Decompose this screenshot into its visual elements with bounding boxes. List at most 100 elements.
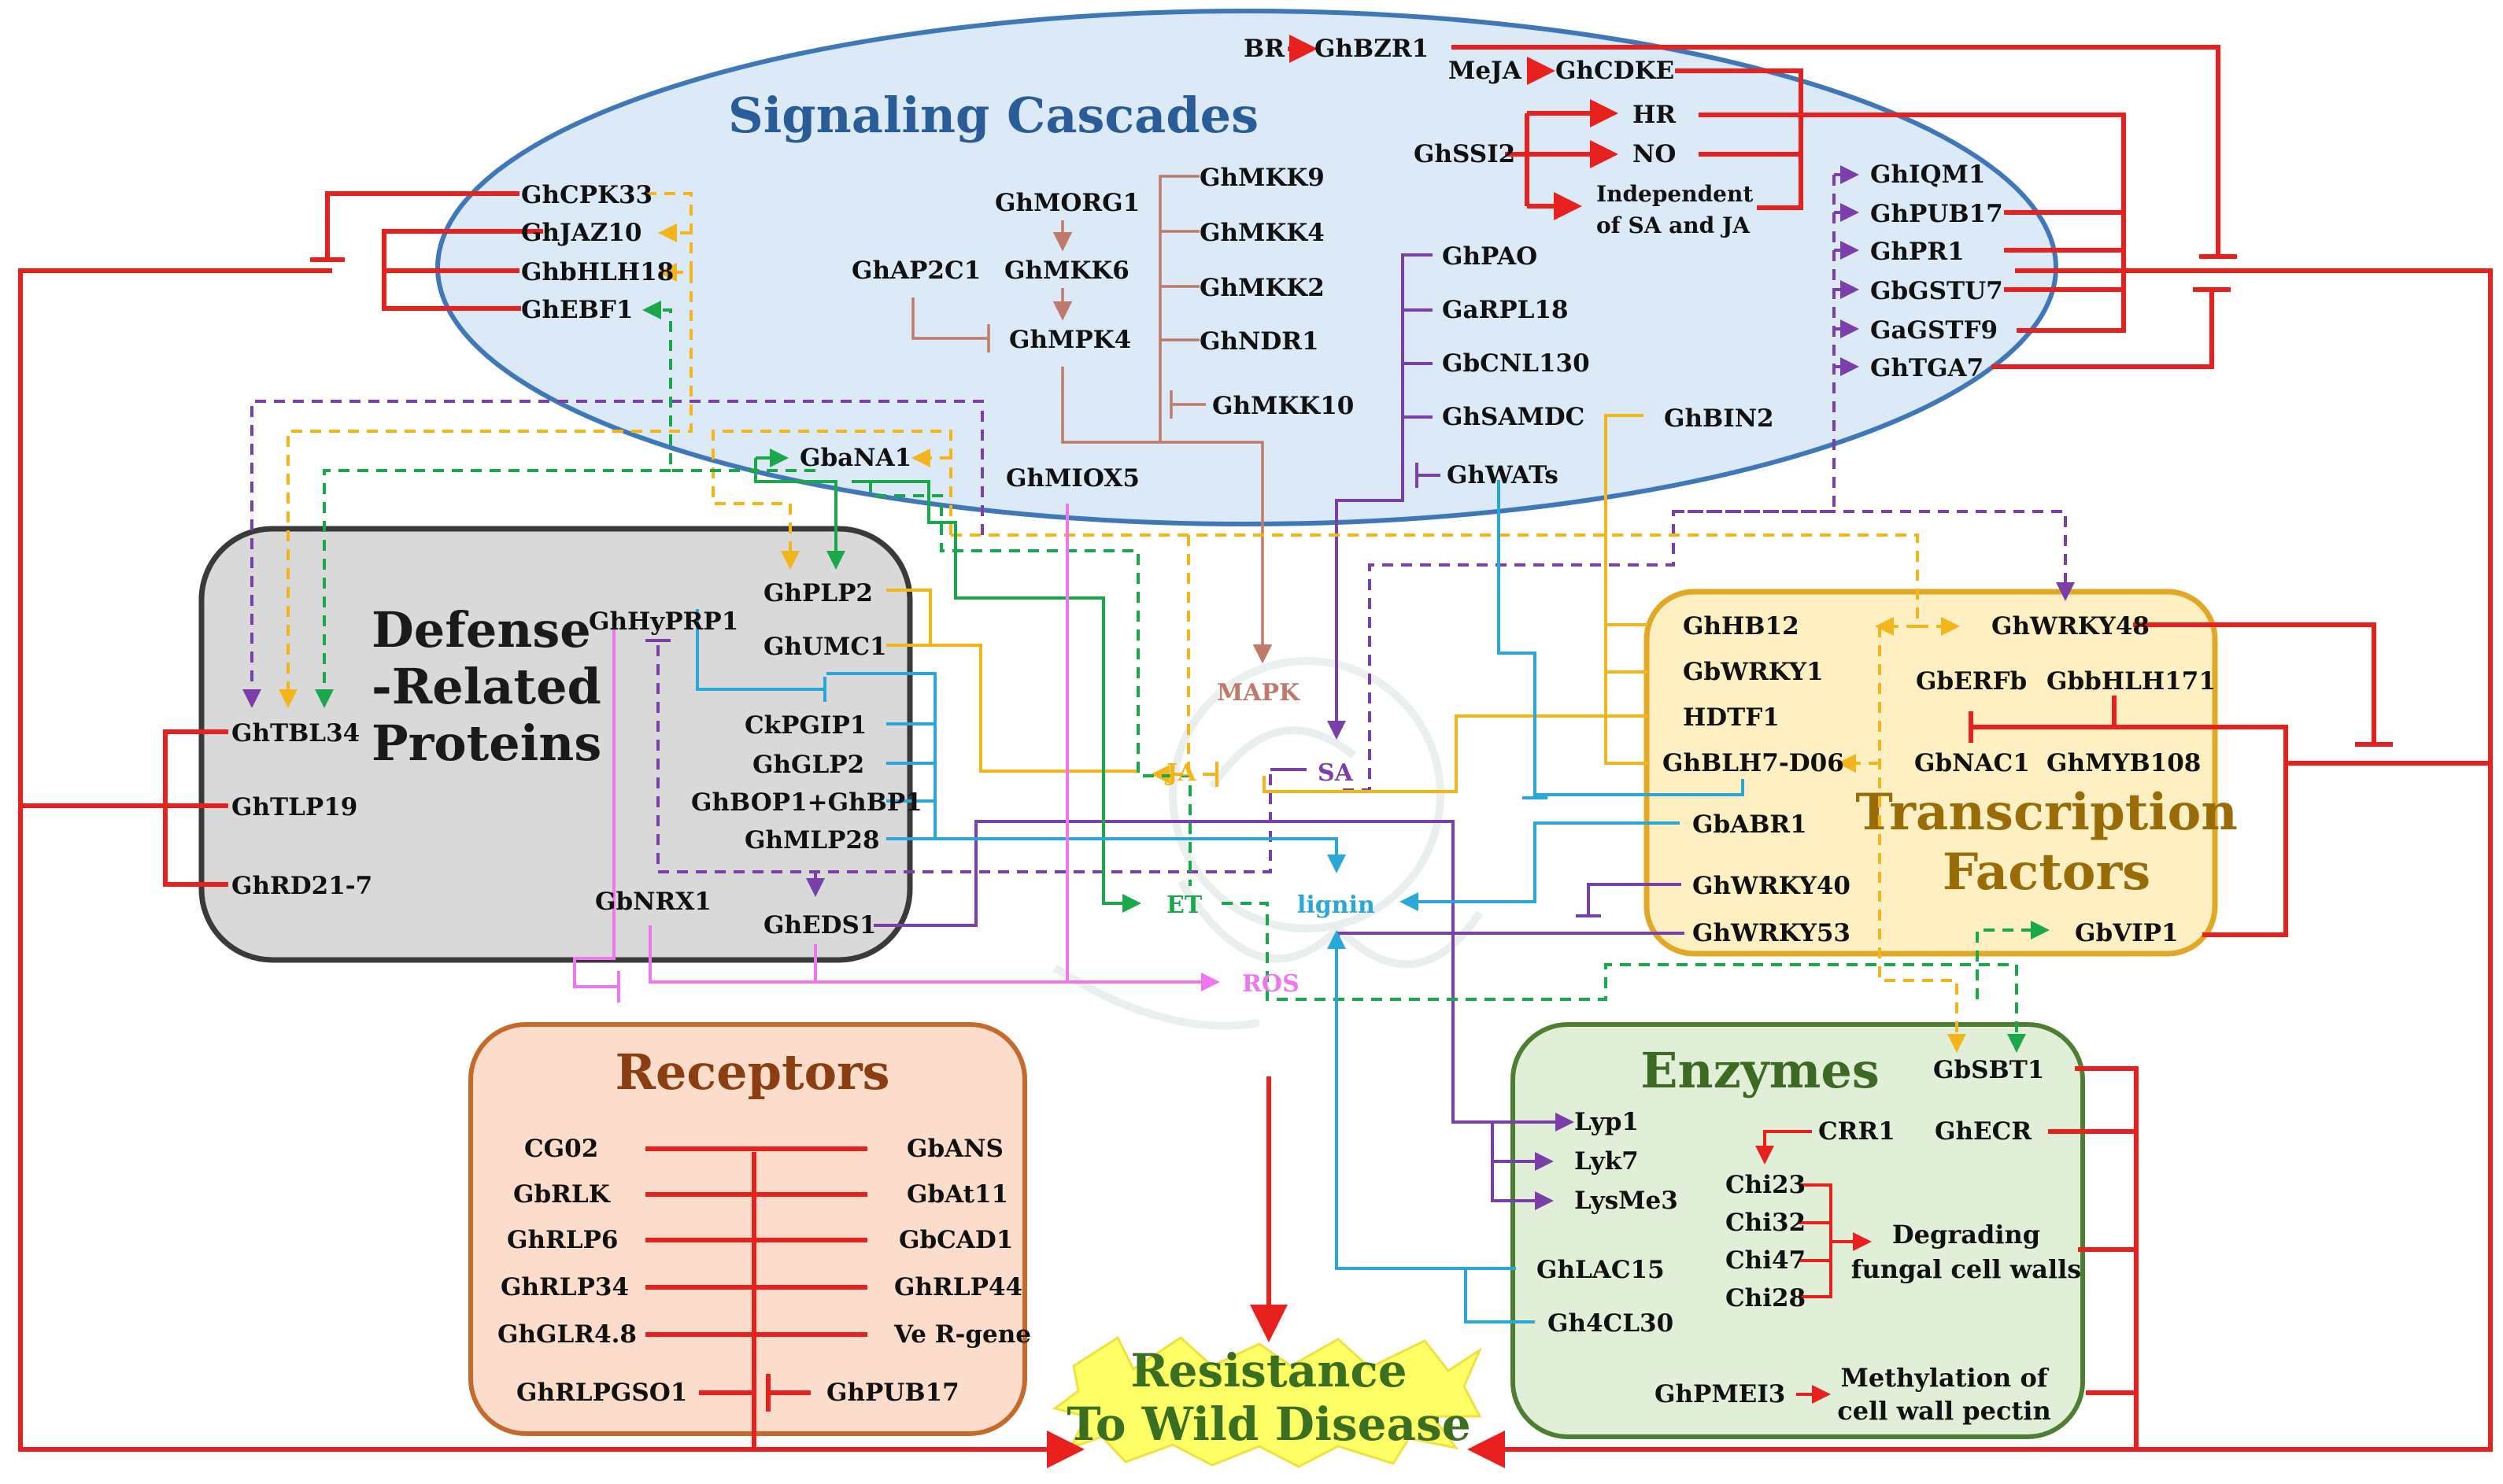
hub-labels: MAPK JA SA ET lignin ROS: [1164, 679, 1375, 998]
label-ghmkk10: GhMKK10: [1212, 392, 1354, 420]
resistance-title-line2: To Wild Disease: [1067, 1397, 1470, 1451]
blue-lines: [696, 480, 1744, 1323]
defense-title-line3: Proteins: [372, 714, 601, 772]
label-et: ET: [1166, 892, 1203, 919]
label-ghplp2: GhPLP2: [763, 579, 873, 607]
label-ghmyb108: GhMYB108: [2046, 749, 2201, 777]
label-hdtf1: HDTF1: [1683, 703, 1780, 732]
label-ghmkk2: GhMKK2: [1200, 274, 1325, 302]
receptor-left-6: GhRLPGSO1: [516, 1379, 687, 1407]
label-methyl-1: Methylation of: [1840, 1363, 2049, 1393]
label-gbcnl130: GbCNL130: [1442, 349, 1590, 378]
receptor-right-1: GbANS: [907, 1135, 1004, 1163]
receptor-right-3: GbCAD1: [899, 1226, 1013, 1254]
red-regulation-lines: [18, 35, 2493, 1468]
signaling-cascades-ellipse: [435, 9, 2058, 526]
label-ghumc1: GhUMC1: [763, 633, 887, 661]
label-br: BR: [1244, 35, 1285, 63]
label-degrading-1: Degrading: [1892, 1220, 2040, 1250]
transcription-factors-box: [1643, 589, 2218, 957]
label-ghtlp19: GhTLP19: [231, 793, 357, 821]
label-gbnrx1: GbNRX1: [595, 888, 712, 916]
label-ghbop1: GhBOP1+GhBP1: [691, 788, 922, 817]
enzymes-box: [1510, 1022, 2085, 1439]
resistance-title-line1: Resistance: [1130, 1344, 1407, 1397]
enzymes-title: Enzymes: [1640, 1042, 1880, 1099]
tf-labels: GhHB12 GhWRKY48 GbWRKY1 HDTF1 GhBLH7-D06…: [1662, 612, 2216, 947]
label-ghlac15: GhLAC15: [1536, 1256, 1665, 1284]
label-ghmiox5: GhMIOX5: [1006, 464, 1140, 493]
label-lysme3: LysMe3: [1574, 1187, 1678, 1215]
label-ghsamdc: GhSAMDC: [1442, 403, 1584, 431]
label-ros: ROS: [1242, 970, 1300, 998]
enzyme-labels: GbSBT1 CRR1 GhECR Lyp1 Lyk7 LysMe3 Chi23…: [1536, 1056, 2081, 1426]
tf-title-line2: Factors: [1943, 843, 2150, 902]
label-ghcpk33: GhCPK33: [521, 181, 653, 209]
receptors-title: Receptors: [615, 1043, 889, 1101]
label-lyp1: Lyp1: [1574, 1108, 1639, 1136]
receptor-left-1: CG02: [524, 1135, 598, 1163]
label-crr1: CRR1: [1818, 1117, 1895, 1146]
label-ghmkk6: GhMKK6: [1004, 257, 1129, 285]
label-independent-2: of SA and JA: [1596, 212, 1751, 238]
label-chi23: Chi23: [1725, 1171, 1806, 1199]
label-ghpub17: GhPUB17: [1870, 200, 2003, 228]
label-ghhyprp1: GhHyPRP1: [589, 607, 738, 636]
receptor-left-5: GhGLR4.8: [497, 1320, 637, 1349]
label-chi28: Chi28: [1725, 1284, 1806, 1312]
label-chi47: Chi47: [1725, 1246, 1806, 1275]
signaling-labels: BR GhBZR1 MeJA GhCDKE GhSSI2 HR NO Indep…: [521, 35, 2003, 493]
label-gh4cl30: Gh4CL30: [1547, 1309, 1673, 1338]
receptor-right-2: GbAt11: [907, 1180, 1008, 1209]
label-ckpgip1: CkPGIP1: [745, 711, 867, 740]
tf-title-line1: Transcription: [1855, 783, 2238, 842]
label-ghbhlh18: GhbHLH18: [521, 258, 674, 286]
receptor-left-3: GhRLP6: [507, 1226, 618, 1254]
label-ghblh7: GhBLH7-D06: [1662, 749, 1844, 777]
label-ghcdke: GhCDKE: [1555, 57, 1674, 85]
label-ghap2c1: GhAP2C1: [852, 257, 981, 285]
label-ghhb12: GhHB12: [1683, 612, 1799, 640]
label-ghmkk9: GhMKK9: [1200, 164, 1325, 192]
label-ghmkk4: GhMKK4: [1200, 219, 1325, 247]
orange-lines: [279, 192, 1966, 1053]
label-methyl-2: cell wall pectin: [1837, 1396, 2050, 1426]
label-ghwrky53: GhWRKY53: [1692, 919, 1850, 947]
label-ghglp2: GhGLP2: [752, 751, 864, 779]
label-ghiqm1: GhIQM1: [1870, 161, 1985, 189]
label-ghpmei3: GhPMEI3: [1654, 1380, 1785, 1408]
label-gbgstu7: GbGSTU7: [1870, 277, 2003, 305]
receptor-left-2: GbRLK: [513, 1180, 611, 1209]
resistance-starburst: [1052, 1335, 1483, 1468]
label-ghpao: GhPAO: [1442, 242, 1537, 271]
label-hr: HR: [1632, 101, 1676, 129]
label-ghwats: GhWATs: [1447, 461, 1558, 489]
label-ghpr1: GhPR1: [1870, 238, 1965, 266]
label-lignin: lignin: [1297, 892, 1375, 919]
label-gbana1: GbaNA1: [800, 444, 911, 472]
label-gbnac1: GbNAC1: [1914, 749, 2030, 777]
receptor-labels: CG02 GbRLK GhRLP6 GhRLP34 GhGLR4.8 GhRLP…: [497, 1135, 1031, 1407]
label-gbbhlh171: GbbHLH171: [2046, 667, 2216, 696]
ros-lines: [573, 504, 1220, 1002]
green-lines: [315, 301, 2050, 1053]
label-gbsbt1: GbSBT1: [1933, 1056, 2044, 1084]
label-ghmpk4: GhMPK4: [1009, 326, 1131, 354]
label-ghbzr1: GhBZR1: [1314, 35, 1429, 63]
label-ghjaz10: GhJAZ10: [521, 219, 642, 247]
label-independent-1: Independent: [1596, 181, 1753, 207]
label-lyk7: Lyk7: [1574, 1147, 1639, 1176]
receptors-box: [468, 1022, 1027, 1436]
defense-title-line1: Defense: [372, 601, 591, 659]
label-gheds1: GhEDS1: [763, 911, 876, 939]
label-gagstf9: GaGSTF9: [1870, 316, 1998, 345]
label-gberfb: GbERFb: [1916, 667, 2027, 696]
signaling-cascades-title: Signaling Cascades: [728, 87, 1259, 144]
receptor-left-4: GhRLP34: [501, 1273, 629, 1301]
label-ja: JA: [1164, 759, 1196, 787]
label-garpl18: GaRPL18: [1442, 296, 1569, 324]
label-ghtbl34: GhTBL34: [231, 719, 360, 748]
label-degrading-2: fungal cell walls: [1851, 1254, 2082, 1284]
label-chi32: Chi32: [1725, 1209, 1806, 1237]
